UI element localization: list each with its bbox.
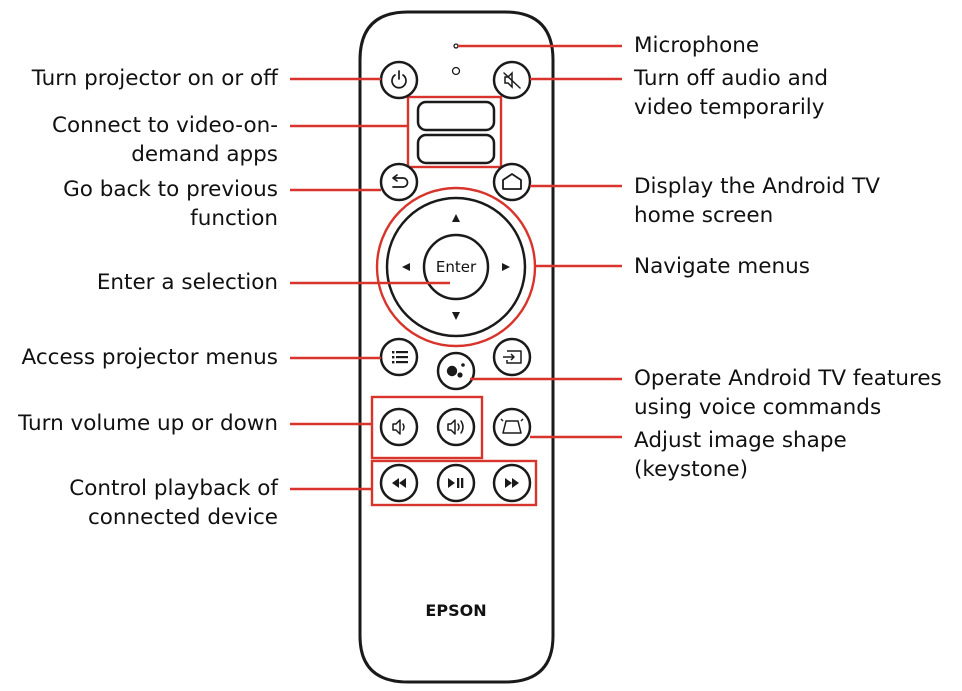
volume-up-button[interactable] [436, 407, 476, 447]
home-label: Display the Android TV home screen [634, 174, 881, 228]
input-icon [503, 350, 522, 364]
enter-button-label: Enter [436, 258, 477, 276]
home-button[interactable] [492, 162, 532, 202]
power-icon [391, 70, 407, 89]
vod-label: Connect to video-on- demand apps [52, 113, 278, 167]
power-button[interactable] [379, 60, 419, 100]
google-assistant-button[interactable] [436, 351, 476, 391]
av-mute-icon [503, 71, 521, 89]
menu-label: Access projector menus [21, 345, 278, 370]
indicator-light [451, 66, 461, 76]
enter-label: Enter a selection [96, 270, 278, 295]
fast-forward-button[interactable] [492, 463, 532, 503]
rewind-icon [392, 478, 406, 488]
assistant-label: Operate Android TV features using voice … [634, 366, 942, 420]
enter-button[interactable]: Enter [422, 233, 490, 301]
volume-down-icon [392, 419, 405, 435]
arrow-down-icon [452, 312, 460, 320]
rewind-button[interactable] [379, 463, 419, 503]
fast-forward-icon [505, 478, 519, 488]
playback-callout-box [370, 459, 538, 507]
av-mute-label: Turn off audio and video temporarily [634, 66, 829, 120]
arrow-up-icon [452, 214, 460, 222]
keystone-icon [500, 418, 524, 434]
navigate-label: Navigate menus [634, 254, 810, 279]
vod-button-1[interactable] [416, 100, 496, 132]
back-icon [392, 174, 409, 188]
brand-logo: EPSON [425, 601, 486, 620]
arrow-right-icon [502, 263, 510, 271]
input-button[interactable] [492, 337, 532, 377]
back-button[interactable] [379, 162, 419, 202]
back-label: Go back to previous function [63, 177, 278, 231]
vod-callout-box [406, 95, 503, 169]
volume-callout-box [370, 395, 484, 460]
microphone-label: Microphone [634, 33, 760, 58]
menu-icon [392, 351, 408, 364]
arrow-left-icon [402, 263, 410, 271]
volume-down-button[interactable] [379, 407, 419, 447]
volume-label: Turn volume up or down [18, 411, 278, 436]
google-assistant-icon [446, 363, 465, 378]
av-mute-button[interactable] [492, 60, 532, 100]
keystone-button[interactable] [492, 407, 532, 447]
play-pause-button[interactable] [436, 463, 476, 503]
vod-button-2[interactable] [416, 133, 496, 165]
play-pause-icon [448, 478, 464, 488]
menu-button[interactable] [379, 337, 419, 377]
power-label: Turn projector on or off [31, 66, 278, 91]
volume-up-icon [447, 419, 464, 435]
playback-label: Control playback of connected device [69, 476, 278, 530]
keystone-label: Adjust image shape (keystone) [634, 428, 847, 482]
home-icon [502, 173, 522, 190]
